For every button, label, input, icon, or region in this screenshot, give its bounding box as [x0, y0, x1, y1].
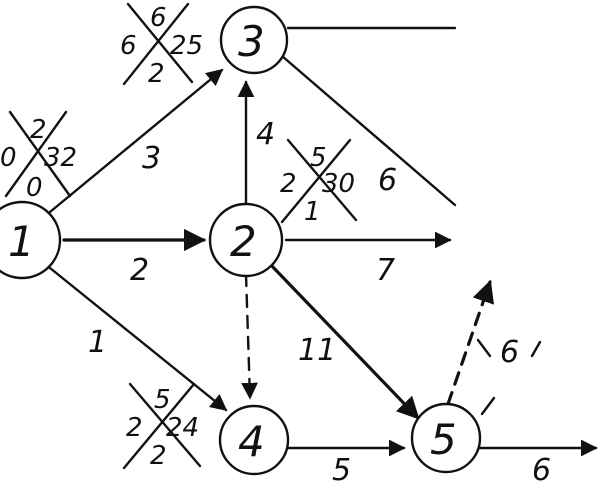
node-4-param-top: 5	[154, 385, 171, 415]
node-2-label: 2	[230, 217, 257, 266]
node-3-param-top: 6	[150, 3, 167, 33]
edge-label-1-2: 2	[130, 253, 149, 288]
edge-1-4	[48, 266, 228, 412]
node-3-label: 3	[238, 17, 265, 66]
edge-label-2-3: 4	[256, 117, 275, 152]
node-2-param-left: 2	[280, 169, 297, 199]
edge-label-5-out: 6	[532, 453, 551, 488]
node-1-param-top: 2	[30, 115, 47, 145]
tick-mark	[530, 340, 542, 358]
node-1-param-cross: 2 0 32 0	[0, 110, 77, 203]
node-1-param-right: 32	[44, 143, 77, 173]
node-2-param-right: 30	[322, 169, 355, 199]
node-2: 2	[208, 202, 284, 278]
node-1-label: 1	[8, 217, 35, 266]
node-1: 1	[0, 200, 62, 280]
edge-label-2-5: 11	[298, 333, 336, 368]
edge-label-1-3: 3	[142, 141, 161, 176]
node-4-param-bottom: 2	[150, 441, 167, 471]
node-5: 5	[410, 402, 482, 474]
node-1-param-bottom: 0	[26, 173, 43, 203]
node-4-param-cross: 5 2 24 2	[122, 382, 202, 471]
node-3-param-cross: 6 6 25 2	[120, 2, 203, 89]
node-5-label: 5	[430, 415, 457, 464]
node-4: 4	[218, 404, 290, 476]
node-2-param-bottom: 1	[304, 197, 321, 227]
edge-2-4-dashed	[241, 272, 258, 400]
edge-label-5-out-dashed: 6	[500, 335, 519, 370]
edge-label-3-out-diag: 6	[378, 163, 397, 198]
edge-label-4-5: 5	[332, 453, 351, 488]
node-2-param-top: 5	[310, 143, 327, 173]
node-3-param-bottom: 2	[148, 59, 165, 89]
node-4-param-right: 24	[166, 413, 199, 443]
node-3: 3	[219, 5, 289, 75]
node-4-label: 4	[238, 417, 265, 466]
edge-5-out-dashed	[446, 279, 495, 406]
edge-1-3	[48, 68, 224, 214]
edge-3-out-diag	[280, 54, 457, 207]
node-3-param-right: 25	[170, 31, 203, 61]
node-2-param-cross: 5 2 30 1	[280, 138, 358, 227]
node-1-param-left: 0	[0, 143, 17, 173]
edge-2-5	[268, 262, 420, 420]
tick-mark	[476, 338, 492, 358]
edge-label-2-out: 7	[376, 253, 395, 288]
edge-label-1-4: 1	[88, 325, 107, 360]
node-4-param-left: 2	[126, 413, 143, 443]
node-3-param-left: 6	[120, 31, 137, 61]
tick-mark	[480, 396, 496, 416]
